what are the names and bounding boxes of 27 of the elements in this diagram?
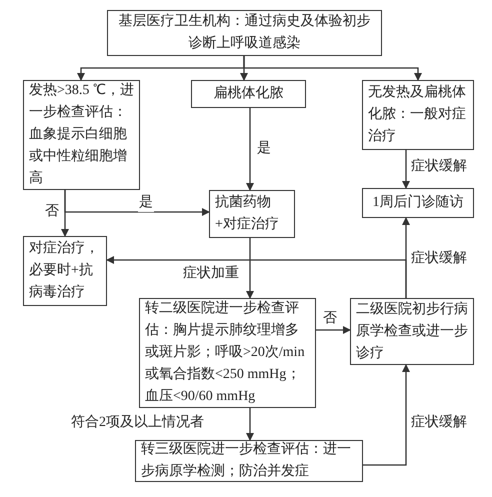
box-text: 1周后门诊随访 <box>372 193 464 212</box>
arrow <box>402 150 410 189</box>
box-text: 抗菌药物+对症治疗 <box>215 193 280 234</box>
arrow <box>246 408 254 441</box>
box-text: 扁桃体化脓 <box>212 84 284 103</box>
process-box <box>23 236 107 306</box>
box-text: 二级医院初步行病原学检查或进一步诊疗 <box>356 300 468 362</box>
arrow <box>243 56 422 81</box>
process-box <box>362 188 474 218</box>
box-text: 无发热及扁桃体化脓：一般对症治疗 <box>368 83 467 146</box>
process-box <box>191 80 306 108</box>
process-box <box>350 298 474 365</box>
arrow <box>363 364 410 466</box>
box-text: 转三级医院进一步检查评估：进一步病原学检测；防治并发症 <box>141 440 352 481</box>
arrow <box>316 326 351 334</box>
arrow <box>246 238 254 299</box>
box-text: 基层医疗卫生机构：通过病史及体验初步诊断上呼吸道感染 <box>118 12 372 53</box>
arrow <box>246 108 254 191</box>
process-box <box>107 10 382 56</box>
edge-label: 是 <box>138 194 154 212</box>
arrow <box>64 190 210 216</box>
box-text: 对症治疗，必要时+抗病毒治疗 <box>29 240 100 302</box>
box-text: 转二级医院进一步检查评估：胸片提示肺纹理增多或斑片影；呼吸>20次/min或氧合指数<250 mmHg；血压<90/60 mmHg <box>145 300 306 406</box>
process-box <box>209 190 295 238</box>
arrow <box>106 256 407 298</box>
box-text: 发热>38.5 ℃，进一步检查评估：血象提示白细胞或中性粒细胞增高 <box>29 82 134 188</box>
process-box <box>362 80 474 150</box>
